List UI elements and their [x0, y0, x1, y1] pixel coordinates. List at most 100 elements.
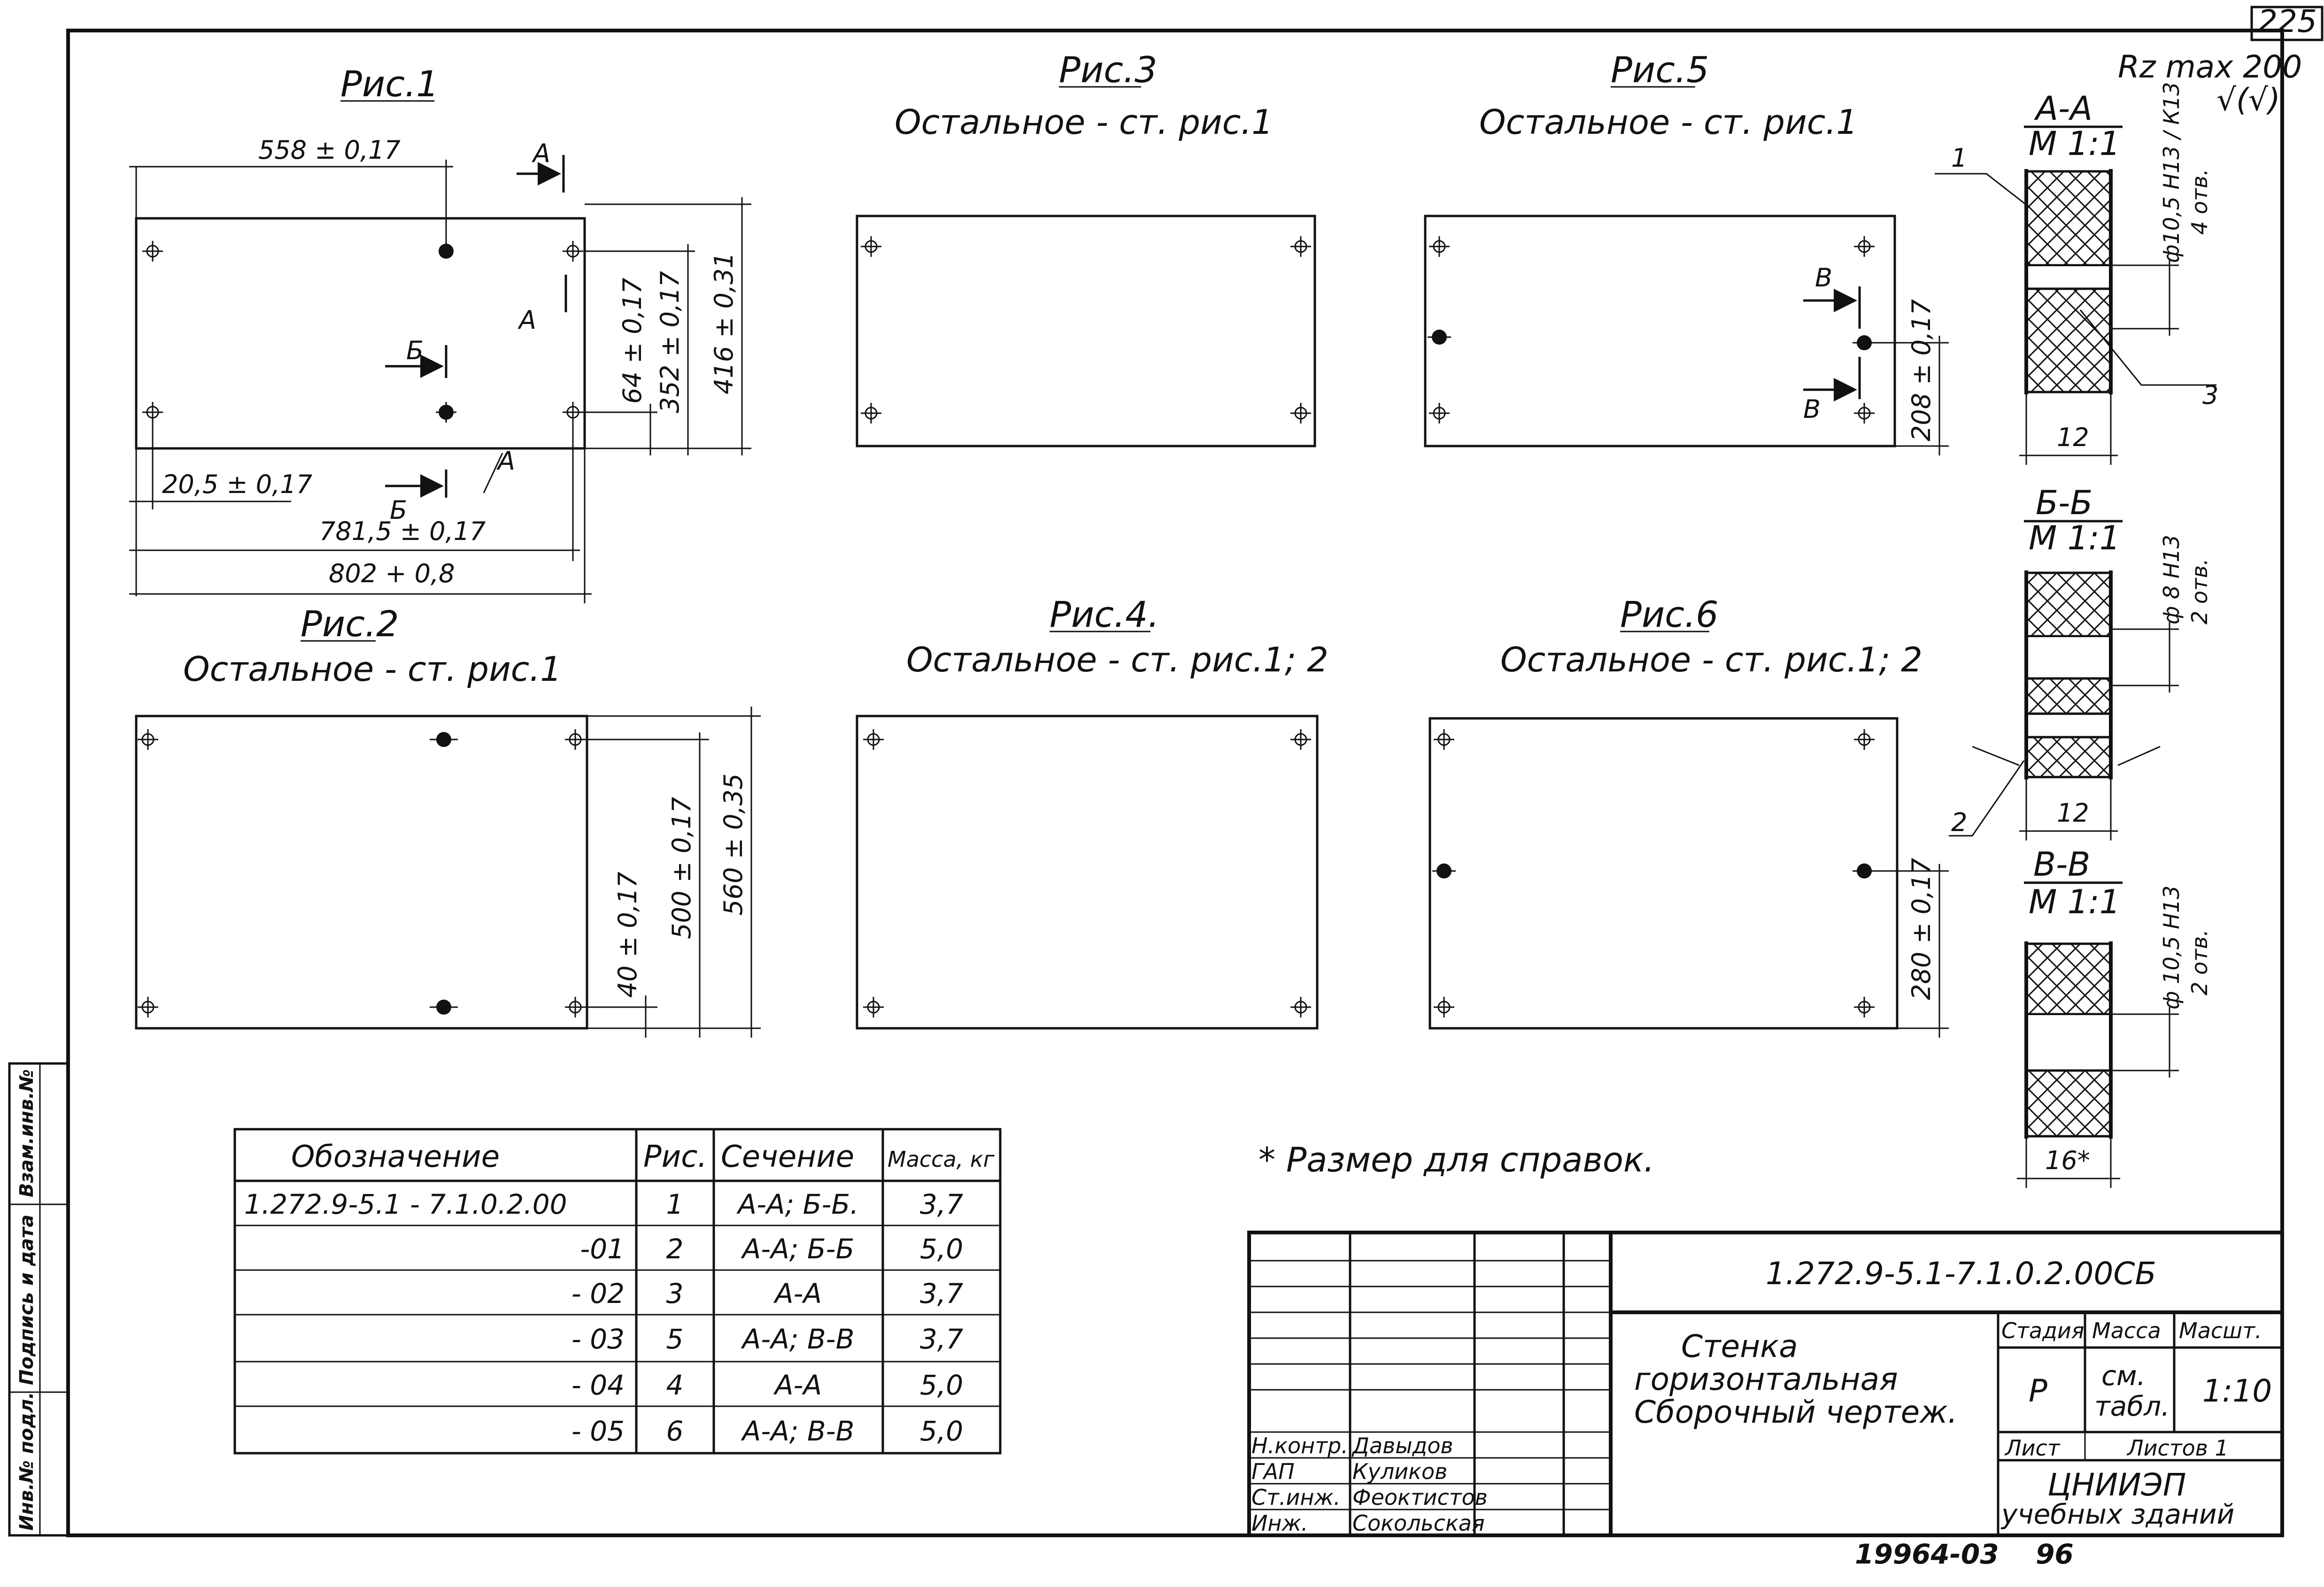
sheet-label: Лист — [2004, 1435, 2061, 1461]
drawing-name-1: Стенка — [1681, 1328, 1798, 1364]
table-cell: А-А — [773, 1369, 822, 1401]
table-cell: 1.272.9-5.1 - 7.1.0.2.00 — [244, 1188, 567, 1220]
dim-352: 352 ± 0,17 — [655, 271, 685, 413]
signer-role: Ст.инж. — [1251, 1485, 1341, 1510]
section-bb-count: 2 отв. — [2187, 558, 2212, 624]
dim-558: 558 ± 0,17 — [258, 135, 401, 165]
table-cell: 3,7 — [920, 1278, 963, 1310]
fig6-note: Остальное - ст. рис.1; 2 — [1500, 640, 1923, 679]
signer-role: Инж. — [1251, 1510, 1308, 1536]
sheets-label: Листов 1 — [2126, 1435, 2229, 1461]
table-cell: 5,0 — [920, 1369, 963, 1401]
figure-4: Рис.4. Остальное - ст. рис.1; 2 — [856, 593, 1328, 1030]
spec-table: Обозначение Рис. Сечение Масса, кг — [233, 1128, 1002, 1455]
fig5-note: Остальное - ст. рис.1 — [1479, 102, 1858, 142]
table-cell: А-А; В-В — [741, 1323, 855, 1355]
mark-a-top: А — [532, 139, 550, 168]
table-cell: - 03 — [571, 1323, 625, 1355]
table-header-fig: Рис. — [643, 1140, 707, 1174]
footer-num: 96 — [2036, 1538, 2074, 1570]
fig1-hole-b — [439, 405, 454, 420]
dim-500: 500 ± 0,17 — [667, 797, 696, 939]
table-cell: А-А; В-В — [741, 1415, 855, 1447]
table-cell: 3 — [666, 1278, 684, 1310]
footer-code: 19964-03 — [1855, 1538, 1999, 1570]
fig2-holes — [138, 729, 586, 1017]
fig1-hole-a — [439, 244, 454, 259]
mark-v-bottom: В — [1803, 394, 1821, 424]
scale-label: Масшт. — [2179, 1318, 2262, 1343]
section-aa-width: 12 — [2057, 423, 2089, 452]
table-cell: 3,7 — [920, 1323, 963, 1355]
stage-value: Р — [2029, 1373, 2047, 1409]
callout-3: 3 — [2202, 380, 2218, 410]
dim-280: 280 ± 0,17 — [1907, 858, 1936, 1000]
table-cell: 2 — [666, 1233, 684, 1265]
table-cell: 5,0 — [920, 1233, 963, 1265]
stage-label: Стадия — [2001, 1318, 2084, 1343]
section-bb-title: Б-Б — [2036, 484, 2092, 522]
fig5-title: Рис.5 — [1611, 49, 1709, 91]
sheet-frame — [66, 29, 2284, 1537]
fig4-note: Остальное - ст. рис.1; 2 — [906, 640, 1328, 679]
fig1-holes — [142, 241, 583, 423]
section-vv-width: 16* — [2045, 1146, 2090, 1175]
fig6-title: Рис.6 — [1620, 593, 1719, 635]
dim-781-5: 781,5 ± 0,17 — [319, 516, 486, 546]
mark-b-top: Б — [406, 336, 424, 365]
section-bb: Б-Б М 1:1 ф 8 Н13 2 отв. 12 2 — [1949, 484, 2212, 840]
fig2-plate — [135, 715, 588, 1030]
org-line-2: учебных зданий — [2000, 1498, 2234, 1530]
table-cell: - 02 — [571, 1278, 625, 1310]
fig3-title: Рис.3 — [1059, 49, 1158, 91]
callout-1: 1 — [1951, 143, 1967, 173]
doc-code: 1.272.9-5.1-7.1.0.2.00СБ — [1766, 1256, 2156, 1292]
page-number-box — [2250, 6, 2324, 41]
drawing-name-2: горизонтальная — [1634, 1361, 1898, 1397]
fig6-plate — [1428, 717, 1899, 1030]
fig3-note: Остальное - ст. рис.1 — [895, 102, 1273, 142]
section-vv-scale: М 1:1 — [2029, 883, 2120, 921]
figure-3: Рис.3 Остальное - ст. рис.1 — [856, 49, 1316, 447]
table-cell: 5,0 — [920, 1415, 963, 1447]
signer-role: ГАП — [1251, 1459, 1295, 1484]
figure-6: Рис.6 Остальное - ст. рис.1; 2 280 ± 0,1… — [1428, 593, 1949, 1038]
dim-208: 208 ± 0,17 — [1907, 299, 1936, 441]
mark-a-side: А — [517, 305, 536, 335]
figure-5: Рис.5 Остальное - ст. рис.1 В В 208 ± 0,… — [1424, 49, 1949, 455]
fig4-plate — [856, 715, 1319, 1030]
section-aa-count: 4 отв. — [2187, 169, 2212, 235]
side-stamp-replace: Взам.инв.№ — [16, 1069, 38, 1197]
table-cell: - 04 — [571, 1369, 625, 1401]
edge-mark-a: А — [496, 446, 515, 476]
table-cell: - 05 — [571, 1415, 625, 1447]
fig6-holes — [1434, 729, 1875, 1017]
fig5-plate — [1424, 215, 1896, 447]
section-aa-title: А-А — [2034, 89, 2092, 128]
dim-20-5: 20,5 ± 0,17 — [162, 470, 312, 499]
table-cell: -01 — [580, 1233, 625, 1265]
signer-role: Н.контр. — [1251, 1433, 1348, 1458]
dim-802: 802 + 0,8 — [329, 559, 455, 588]
figure-2: Рис.2 Остальное - ст. рис.1 40 ± 0,17 50… — [135, 603, 761, 1038]
table-cell: А-А — [773, 1278, 822, 1310]
signer-name: Феоктистов — [1352, 1485, 1488, 1510]
signer-name: Давыдов — [1351, 1433, 1453, 1458]
org-line-1: ЦНИИЭП — [2047, 1467, 2186, 1503]
mass-value-1: см. — [2101, 1360, 2146, 1392]
table-header-designation: Обозначение — [291, 1140, 500, 1174]
signer-name: Куликов — [1352, 1459, 1447, 1484]
fig3-holes — [861, 236, 1311, 424]
side-stamp-sign: Подпись и дата — [16, 1215, 38, 1385]
section-bb-hole: ф 8 Н13 — [2159, 535, 2184, 624]
callout-2: 2 — [1951, 808, 1967, 837]
signer-name: Сокольская — [1352, 1510, 1485, 1536]
table-cell: 6 — [666, 1415, 684, 1447]
mark-v-top: В — [1815, 263, 1832, 293]
table-cell: А-А; Б-Б — [741, 1233, 855, 1265]
section-vv-title: В-В — [2033, 845, 2090, 884]
section-bb-width: 12 — [2057, 798, 2089, 828]
fig4-title: Рис.4. — [1050, 593, 1159, 635]
